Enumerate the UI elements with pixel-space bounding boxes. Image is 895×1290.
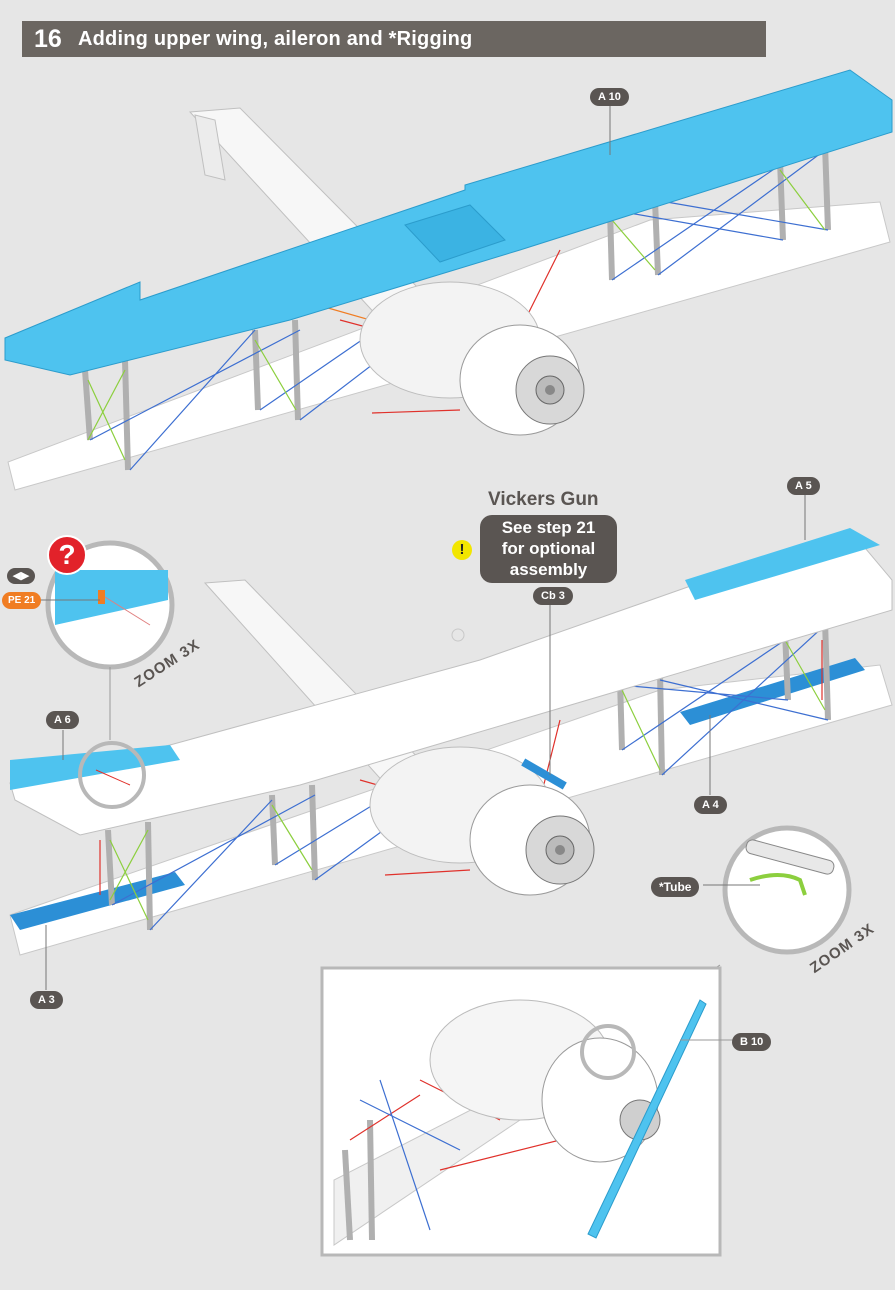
pe21-part: [98, 590, 105, 604]
zoom-right-circle: [722, 825, 852, 955]
aileron-a4: [680, 658, 865, 725]
tube-part: [749, 873, 807, 896]
step-header: 16 Adding upper wing, aileron and *Riggi…: [22, 21, 766, 57]
step-title: Adding upper wing, aileron and *Rigging: [78, 27, 473, 50]
vickers-gun-part: [521, 758, 567, 790]
callout-a3: A 3: [30, 991, 63, 1009]
top-biplane: [4, 69, 893, 491]
top-struts: [82, 144, 831, 471]
inset-zoom-target: [580, 1024, 636, 1080]
aileron-a3: [10, 872, 185, 930]
callout-cb3: Cb 3: [533, 587, 573, 605]
zoom-right: [627, 825, 852, 1026]
propeller-b10: [587, 999, 707, 1239]
callout-a4: A 4: [694, 796, 727, 814]
zoom-left: [45, 540, 175, 809]
callout-a5: A 5: [787, 477, 820, 495]
callout-tube: *Tube: [651, 877, 700, 897]
note-line-2: for optional: [501, 539, 596, 558]
flip-both-sides-icon: ◀▶: [7, 568, 35, 584]
note-line-3: assembly: [509, 560, 588, 579]
callout-pe21: PE 21: [2, 592, 42, 609]
zoom-left-target: [78, 741, 146, 809]
note-line-1: See step 21: [501, 518, 596, 537]
aileron-a5: [685, 528, 880, 600]
callout-b10: B 10: [732, 1033, 772, 1051]
bottom-upper-wing: [9, 529, 893, 836]
note-title: Vickers Gun: [488, 489, 599, 510]
inset-panel: [320, 966, 735, 1257]
callout-a6: A 6: [46, 711, 79, 729]
note-box: See step 21 for optional assembly: [480, 515, 617, 583]
warning-icon: !: [452, 540, 472, 560]
step-number: 16: [34, 24, 62, 53]
question-icon: ?: [47, 535, 87, 575]
callout-a10: A 10: [590, 88, 629, 106]
